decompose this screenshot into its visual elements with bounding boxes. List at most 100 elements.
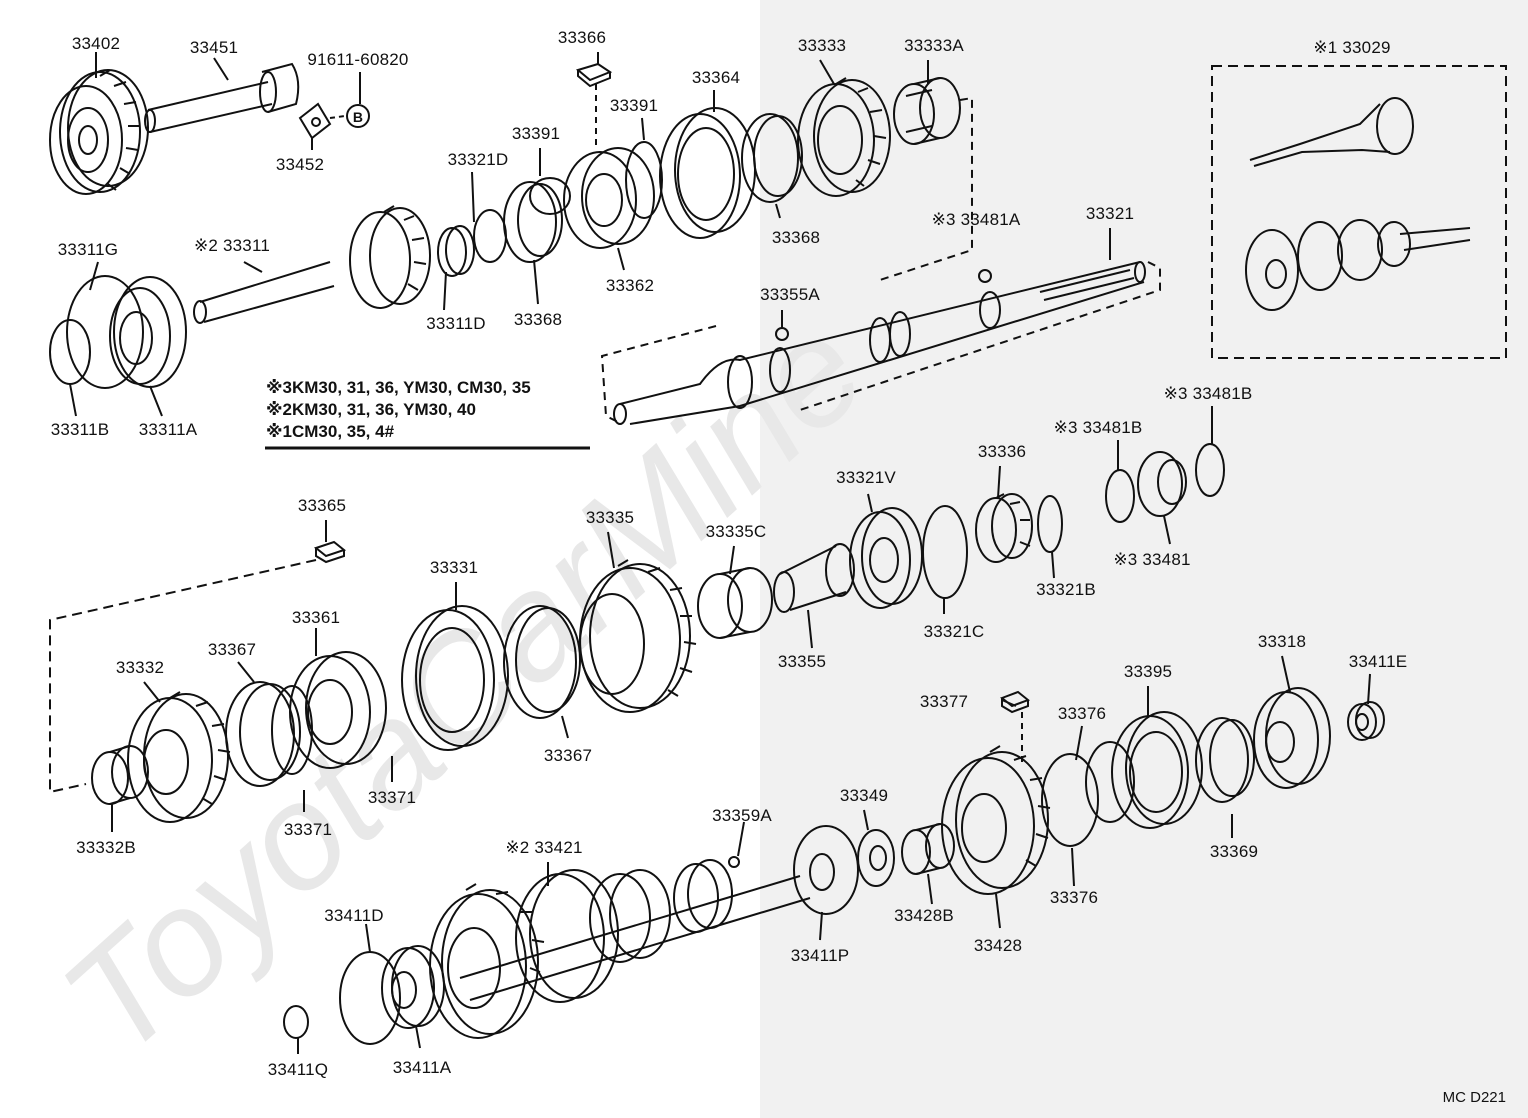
label-33391-upper: 33391 <box>609 96 659 115</box>
label-33452: 33452 <box>275 155 325 174</box>
bearing-33311A <box>109 276 187 388</box>
bearing-33335C <box>697 567 773 639</box>
bolt-circle <box>346 104 370 128</box>
label-33377: 33377 <box>919 692 969 711</box>
label-33411D: 33411D <box>324 906 384 925</box>
label-33311A: 33311A <box>138 420 198 439</box>
label-33029: ※1 33029 <box>1313 38 1391 57</box>
snapring-33411Q <box>283 1005 309 1039</box>
bearing-33333A <box>893 77 961 145</box>
label-33402: 33402 <box>71 34 121 53</box>
key-33365 <box>313 540 347 564</box>
sleeve-33364 <box>659 107 756 239</box>
label-33331: 33331 <box>429 558 479 577</box>
snapring-33321C <box>922 505 968 599</box>
label-33349: 33349 <box>839 786 889 805</box>
bearing-33411P <box>793 825 859 915</box>
label-33481: ※3 33481 <box>1113 550 1191 569</box>
snapring-33376 <box>1041 753 1099 847</box>
label-33318: 33318 <box>1257 632 1307 651</box>
label-33362: 33362 <box>605 276 655 295</box>
ring-33368b <box>741 113 799 203</box>
label-33411P: 33411P <box>790 946 850 965</box>
countergear-33421 <box>429 859 811 1039</box>
shaft-33321 <box>613 261 1146 425</box>
label-33411E: 33411E <box>1348 652 1408 671</box>
snapring-33321D <box>473 209 507 263</box>
label-33321: 33321 <box>1085 204 1135 223</box>
ring-33367a <box>225 681 295 787</box>
hub-33481 <box>1105 443 1225 523</box>
label-33391-lower: 33391 <box>511 124 561 143</box>
washer-33349 <box>857 829 895 887</box>
label-33359A: 33359A <box>712 806 772 825</box>
label-33369: 33369 <box>1209 842 1259 861</box>
washer-33452 <box>298 102 332 140</box>
label-33481B-right: ※3 33481B <box>1163 384 1253 403</box>
snapring-33411D <box>339 951 401 1045</box>
label-33311D: 33311D <box>426 314 486 333</box>
gear-33335 <box>579 559 697 713</box>
box-33029 <box>1211 65 1507 359</box>
label-33332: 33332 <box>115 658 165 677</box>
gear-33333 <box>797 77 891 197</box>
gear-33402 <box>49 69 149 195</box>
gear-33336 <box>975 493 1033 563</box>
label-33335C: 33335C <box>705 522 767 541</box>
label-33371-right: 33371 <box>367 788 417 807</box>
shaft-33451 <box>144 62 300 133</box>
note-line-3: ※1CM30, 35, 4# <box>266 422 395 441</box>
snapring-33321B <box>1037 495 1063 553</box>
ring-33368a <box>503 181 557 263</box>
label-91611-60820: 91611-60820 <box>307 50 409 69</box>
spacer-33355 <box>773 543 855 613</box>
label-33321D: 33321D <box>447 150 509 169</box>
ring-33369 <box>1195 717 1249 803</box>
gear-33318 <box>1253 687 1331 789</box>
label-33376-lower: 33376 <box>1049 888 1099 907</box>
label-33451: 33451 <box>189 38 239 57</box>
label-33428B: 33428B <box>894 906 954 925</box>
label-33333A: 33333A <box>904 36 964 55</box>
drawing-code: MC D221 <box>1442 1089 1506 1106</box>
sleeve-33331 <box>401 605 509 751</box>
snapring-33311G <box>66 275 144 389</box>
label-33355: 33355 <box>777 652 827 671</box>
label-33368-lower: 33368 <box>513 310 563 329</box>
label-33371-left: 33371 <box>283 820 333 839</box>
label-33321V: 33321V <box>836 468 896 487</box>
gear-33428 <box>941 745 1051 895</box>
label-33333: 33333 <box>797 36 847 55</box>
label-33355A: 33355A <box>760 285 820 304</box>
label-33366: 33366 <box>557 28 607 47</box>
label-33311B: 33311B <box>50 420 110 439</box>
bolt-letter: B <box>352 109 364 125</box>
label-33411A: 33411A <box>392 1058 452 1077</box>
label-33395: 33395 <box>1123 662 1173 681</box>
label-33311: ※2 33311 <box>193 236 271 255</box>
label-33421: ※2 33421 <box>505 838 583 857</box>
label-33481B-left: ※3 33481B <box>1053 418 1143 437</box>
label-33332B: 33332B <box>76 838 136 857</box>
note-line-1: ※3KM30, 31, 36, YM30, CM30, 35 <box>266 378 531 397</box>
assembly-33029 <box>1245 97 1471 311</box>
shaft-33311 <box>193 205 475 324</box>
label-33365: 33365 <box>297 496 347 515</box>
label-33335: 33335 <box>585 508 635 527</box>
label-33428: 33428 <box>973 936 1023 955</box>
label-33368-upper: 33368 <box>771 228 821 247</box>
bearing-33411A <box>381 945 445 1029</box>
label-33376-upper: 33376 <box>1057 704 1107 723</box>
label-33361: 33361 <box>291 608 341 627</box>
note-line-2: ※2KM30, 31, 36, YM30, 40 <box>266 400 476 419</box>
bearing-33321V <box>849 507 923 609</box>
hub-33361 <box>289 651 387 769</box>
key-33366 <box>575 62 613 88</box>
label-33367-right: 33367 <box>543 746 593 765</box>
bearing-33332B <box>91 745 149 805</box>
label-33336: 33336 <box>977 442 1027 461</box>
gear-33332 <box>127 691 231 823</box>
label-33411Q: 33411Q <box>267 1060 329 1079</box>
